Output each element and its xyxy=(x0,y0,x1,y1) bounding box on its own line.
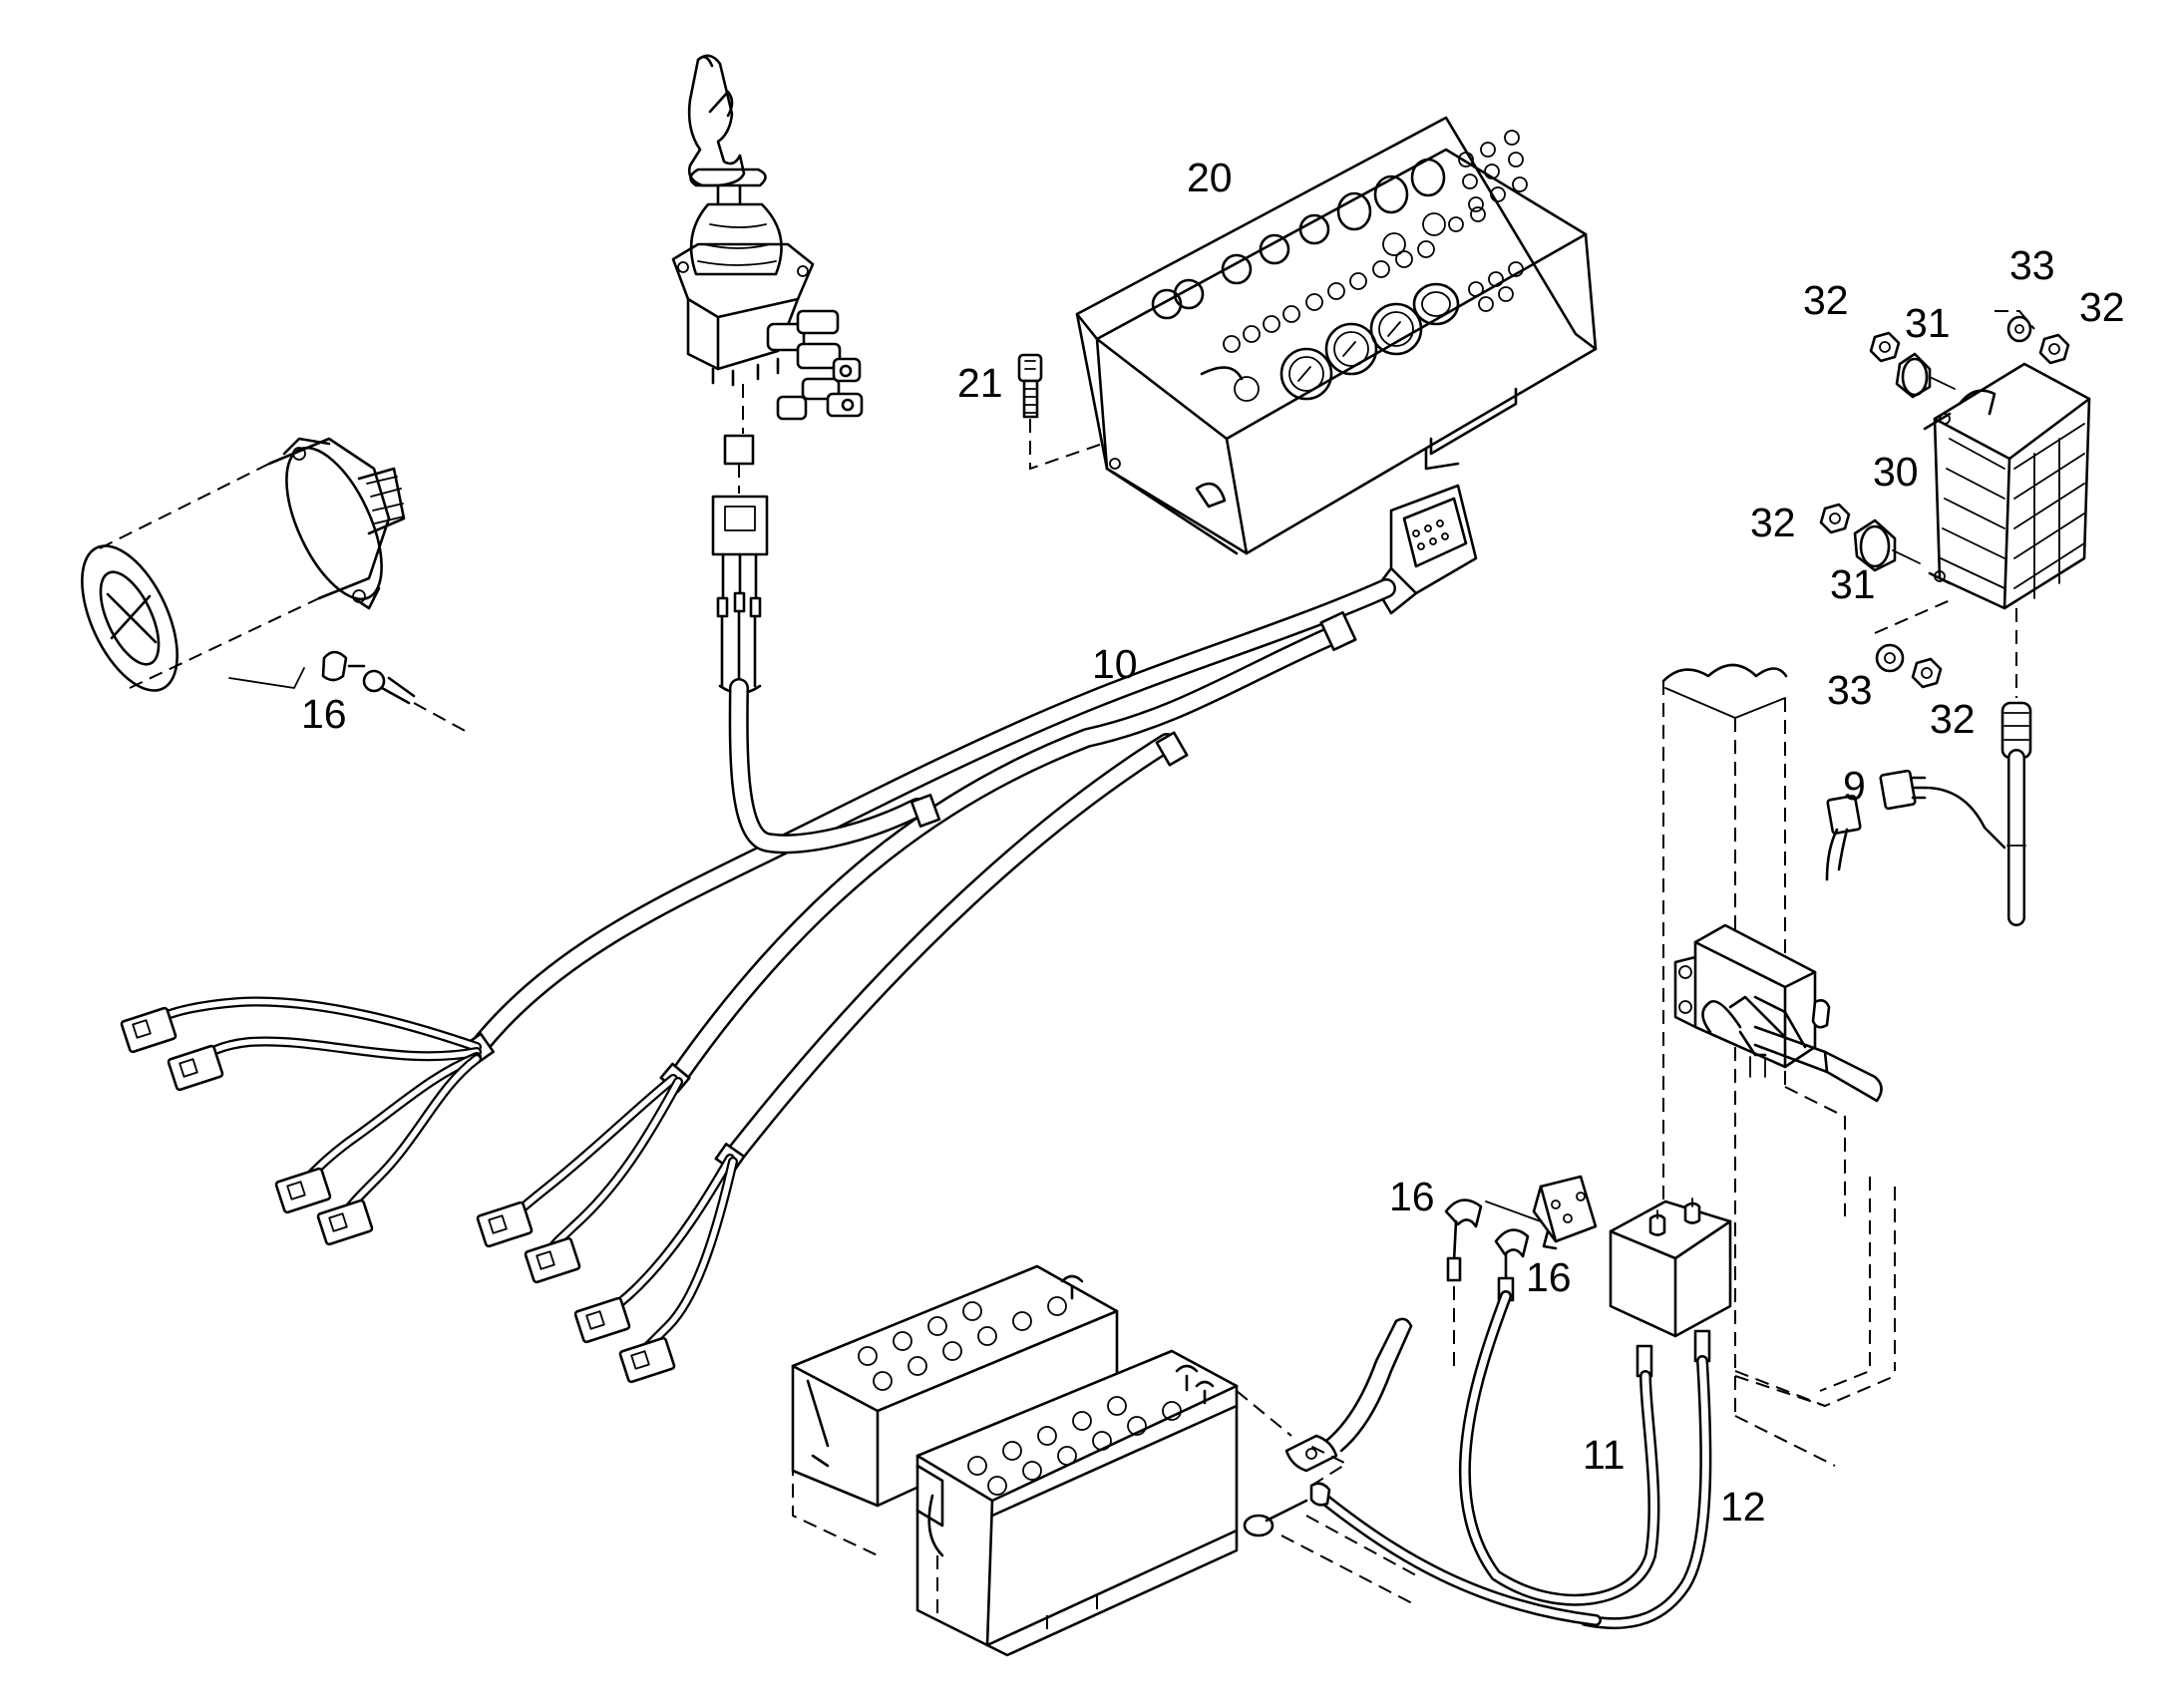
callout-16-lower: 16 xyxy=(1526,1254,1572,1300)
screw-21 xyxy=(1017,353,1118,471)
cap-16b xyxy=(1444,1198,1483,1366)
battery-cable-12 xyxy=(1580,1329,1712,1630)
bushing-31b xyxy=(1853,518,1921,572)
callout-21: 21 xyxy=(957,360,1003,406)
connector-9 xyxy=(1825,769,2006,881)
battery-front xyxy=(915,1349,1239,1657)
solenoid-block xyxy=(1609,1197,1732,1338)
bushing-31a xyxy=(1895,352,1956,399)
callout-32-top-right: 32 xyxy=(2079,284,2125,330)
callout-32-bottom: 32 xyxy=(1930,696,1976,742)
callout-16-starter: 16 xyxy=(301,691,347,737)
harness-plug-8 xyxy=(618,1336,676,1384)
washer-33a xyxy=(2006,315,2032,343)
battery-isolator-switch xyxy=(1673,923,1883,1103)
nut-32b xyxy=(2038,333,2070,365)
cap-16c xyxy=(1494,1228,1530,1302)
battery-clamp xyxy=(1236,1317,1413,1473)
callout-33-bottom: 33 xyxy=(1827,667,1873,713)
callout-12: 12 xyxy=(1720,1484,1766,1530)
callout-20: 20 xyxy=(1187,155,1233,200)
joystick-connector-socket xyxy=(723,434,755,466)
wiring-harness xyxy=(120,578,1396,1384)
callout-33-top: 33 xyxy=(2009,242,2055,288)
nut-32a xyxy=(1869,331,1901,363)
nut-32d xyxy=(1911,657,1943,689)
washer-33b xyxy=(1875,643,1905,673)
callout-32-top-left: 32 xyxy=(1803,277,1849,323)
callout-31-top: 31 xyxy=(1905,300,1951,346)
harness-plug-1 xyxy=(120,1006,178,1054)
ground-terminal-16a xyxy=(228,650,470,734)
ground-cable xyxy=(1243,1443,1602,1626)
callout-10: 10 xyxy=(1092,641,1138,687)
callout-31-bottom: 31 xyxy=(1830,561,1876,607)
joystick-plug xyxy=(711,495,769,695)
fuse-holder xyxy=(1485,1175,1598,1250)
joystick xyxy=(671,54,864,421)
harness-plug-4 xyxy=(316,1198,374,1246)
harness-plug-2 xyxy=(167,1044,224,1092)
callout-16-upper: 16 xyxy=(1389,1174,1435,1219)
callout-11: 11 xyxy=(1583,1432,1626,1478)
callout-30: 30 xyxy=(1873,449,1919,495)
harness-plug-5 xyxy=(476,1200,534,1248)
instrument-panel xyxy=(1075,116,1598,555)
module-cable xyxy=(2000,701,2032,926)
harness-plug-3 xyxy=(274,1167,332,1214)
panel-connector xyxy=(1374,447,1478,615)
harness-plug-7 xyxy=(573,1296,631,1344)
battery-cable-11 xyxy=(1458,1290,1660,1606)
callout-9: 9 xyxy=(1843,763,1866,809)
control-module xyxy=(1923,362,2091,610)
harness-main-trunk xyxy=(469,578,1396,1167)
nut-32c xyxy=(1819,503,1851,534)
harness-plug-6 xyxy=(524,1236,581,1284)
starter-motor xyxy=(81,437,406,692)
callout-32-middle: 32 xyxy=(1750,500,1796,545)
